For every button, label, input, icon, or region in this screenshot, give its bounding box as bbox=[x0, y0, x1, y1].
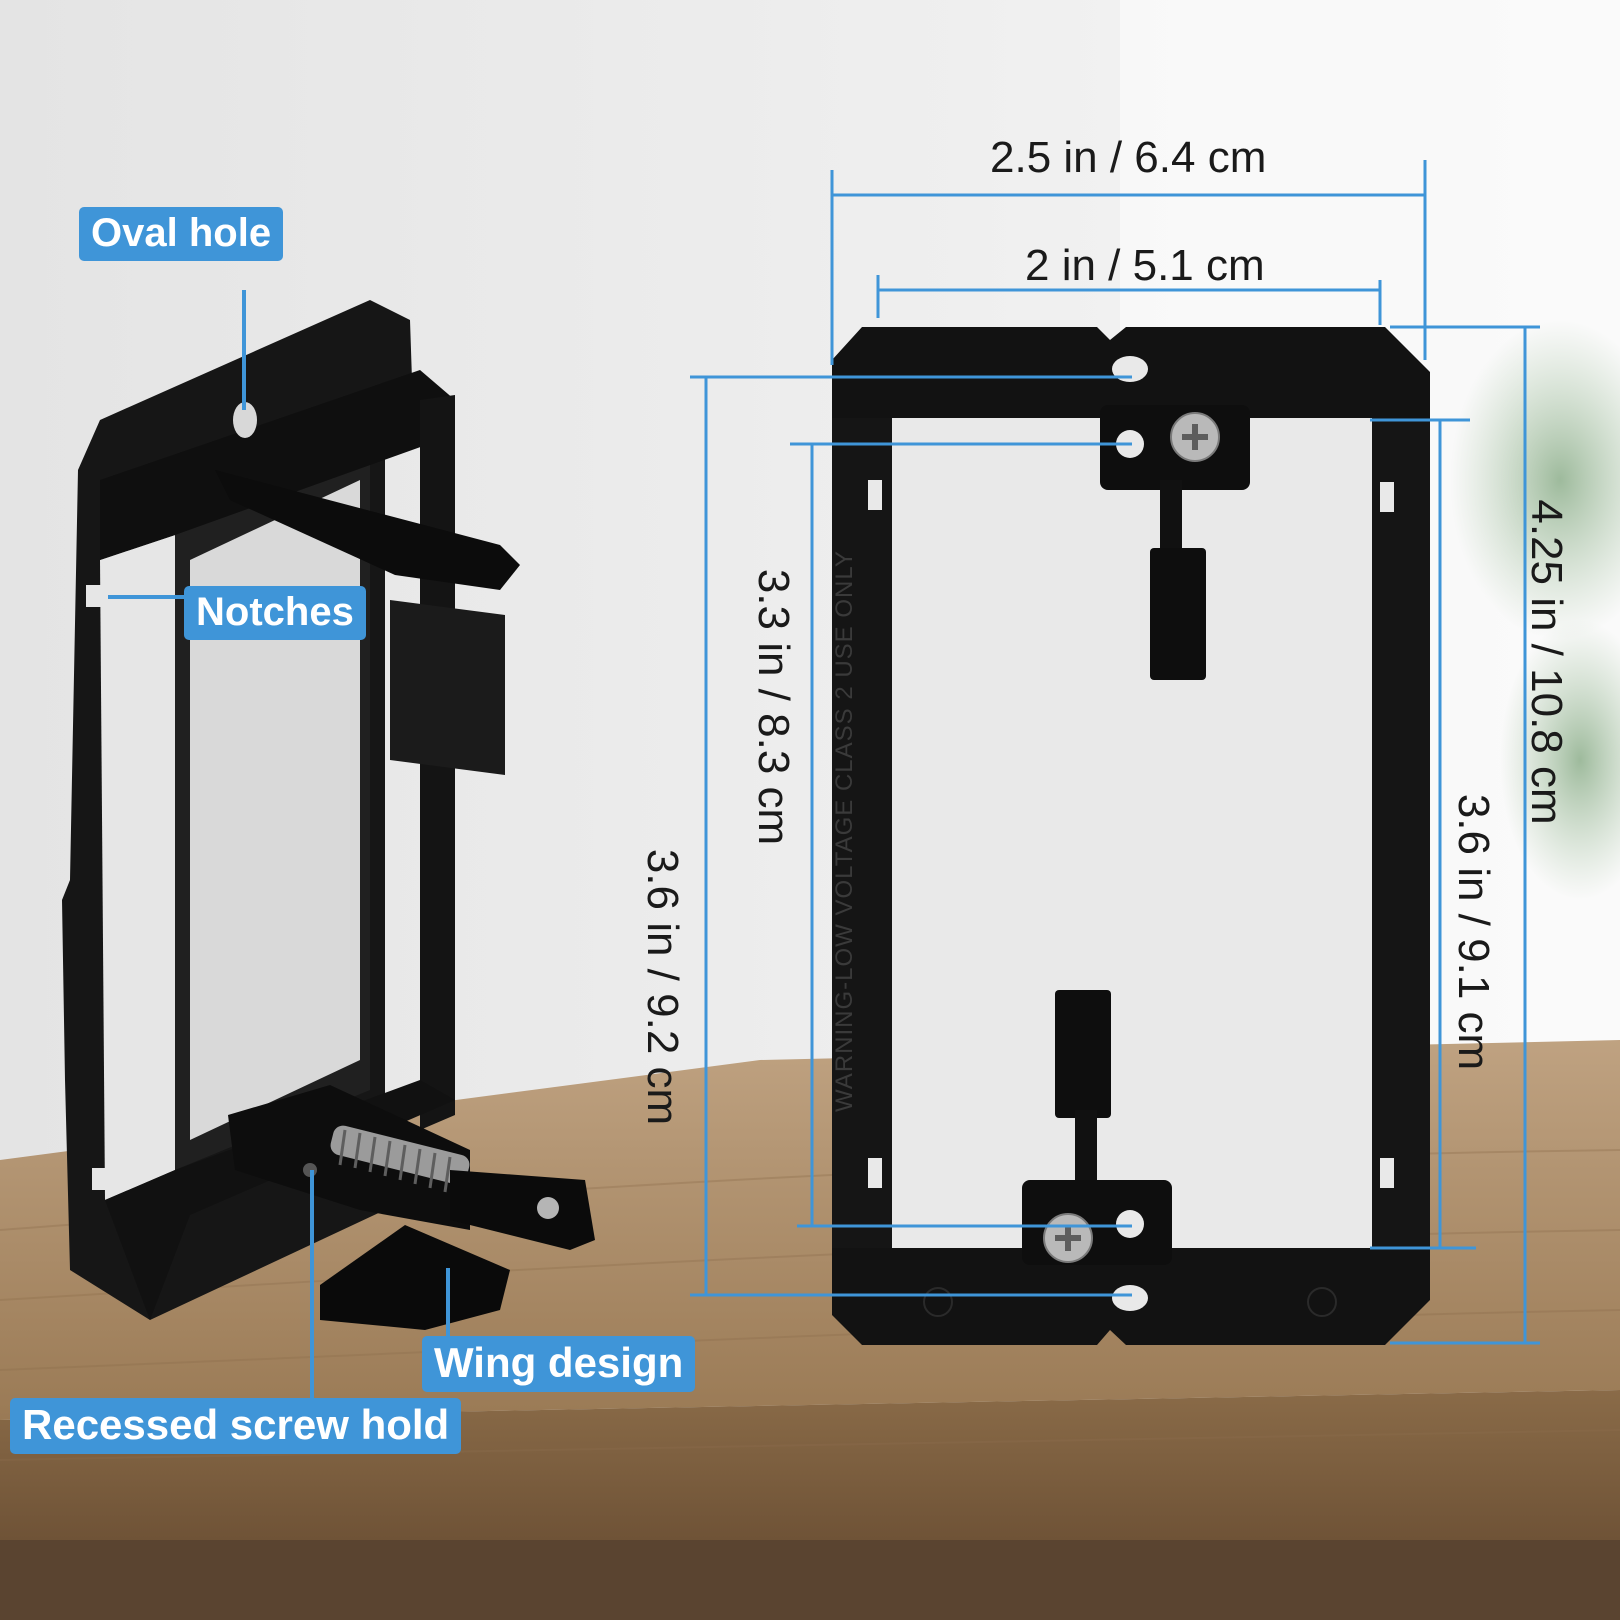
callout-recessed-screw-hold: Recessed screw hold bbox=[10, 1398, 462, 1455]
bottom-wing-stem bbox=[1075, 1110, 1097, 1190]
floor-shadow bbox=[0, 1540, 1620, 1620]
spring bbox=[330, 1125, 470, 1185]
spring-coils bbox=[338, 1129, 452, 1193]
notch-top bbox=[86, 585, 108, 607]
bracket-perspective bbox=[62, 300, 595, 1330]
bracket-warning-imprint: WARNING-LOW VOLTAGE CLASS 2 USE ONLY bbox=[831, 550, 858, 1112]
rail-notch-tl bbox=[868, 480, 882, 510]
rail-notch-bl bbox=[868, 1158, 882, 1188]
bottom-screw-cross bbox=[1055, 1225, 1081, 1251]
bracket-left-rail bbox=[832, 418, 892, 1248]
bracket-top-wing-tab bbox=[390, 600, 505, 775]
bracket-front-opening bbox=[892, 418, 1372, 1248]
bottom-mount-block bbox=[1022, 1180, 1172, 1265]
callout-wing-design: Wing design bbox=[422, 1336, 696, 1393]
top-wing-stem bbox=[1160, 480, 1182, 560]
dim-outer-height-label: 4.25 in / 10.8 cm bbox=[1522, 499, 1571, 825]
dim-hole-spacing-label: 3.6 in / 9.2 cm bbox=[638, 848, 687, 1126]
callout-notches: Notches bbox=[184, 586, 366, 640]
bracket-right-rail-front bbox=[1372, 418, 1430, 1248]
bottom-screw-hole bbox=[1116, 1210, 1144, 1238]
emboss-mark-right bbox=[1307, 1287, 1337, 1317]
emboss-mark-left bbox=[923, 1287, 953, 1317]
bracket-front-view bbox=[832, 327, 1430, 1345]
dim-screw-spacing-label: 3.3 in / 8.3 cm bbox=[749, 568, 798, 846]
bracket-front-window bbox=[190, 480, 360, 1140]
bracket-opening bbox=[100, 535, 175, 1200]
bottom-oval-hole bbox=[1112, 1285, 1148, 1311]
bracket-wing-lever bbox=[450, 1170, 595, 1250]
callout-oval-hole: Oval hole bbox=[79, 207, 284, 261]
bottom-wing-tab bbox=[1055, 990, 1111, 1118]
plant-blur bbox=[1450, 320, 1620, 640]
dim-inner-width-label: 2 in / 5.1 cm bbox=[1025, 241, 1265, 290]
rail-notch-tr bbox=[1380, 482, 1394, 512]
callout-leaders bbox=[108, 290, 450, 1400]
plant-blur-2 bbox=[1500, 620, 1620, 900]
top-screw-cross bbox=[1182, 424, 1208, 450]
wing-screw-head bbox=[537, 1197, 559, 1219]
dimension-lines bbox=[690, 160, 1540, 1345]
bracket-top-rail bbox=[100, 370, 455, 560]
bracket-wing-foot bbox=[320, 1225, 510, 1330]
dim-opening-height-label: 3.6 in / 9.1 cm bbox=[1449, 793, 1498, 1071]
dim-outer-width-label: 2.5 in / 6.4 cm bbox=[990, 133, 1267, 182]
bracket-bottom-rail bbox=[105, 1080, 455, 1320]
oval-hole bbox=[233, 402, 257, 438]
bracket-top-wing bbox=[215, 470, 520, 590]
notch-bottom bbox=[92, 1168, 112, 1190]
rail-notch-br bbox=[1380, 1158, 1394, 1188]
top-wing-tab bbox=[1150, 548, 1206, 680]
